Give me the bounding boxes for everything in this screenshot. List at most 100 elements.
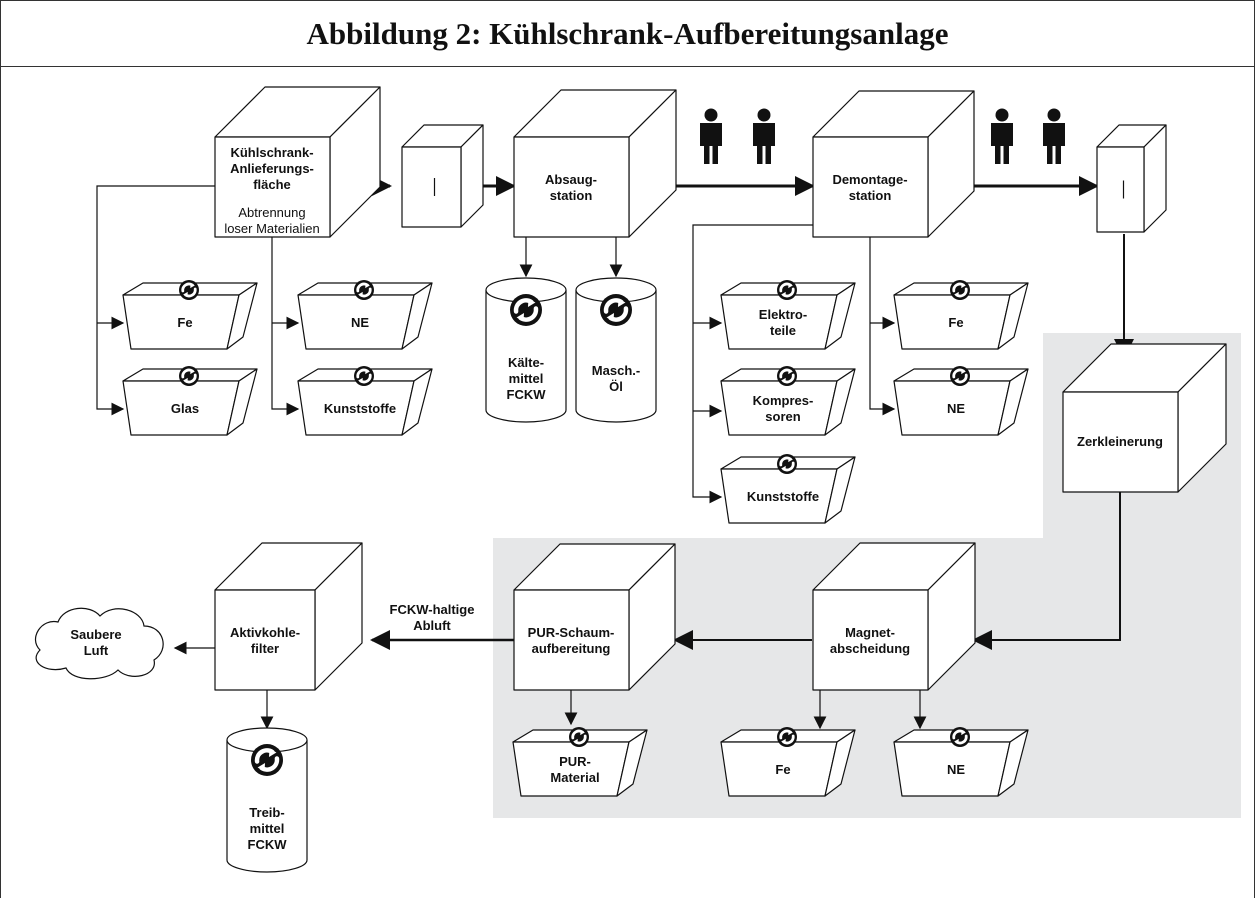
node-magnet-front [812,589,929,691]
recycle-icon [950,727,970,747]
tank-treib-label-line: FCKW [248,837,288,852]
node-absaug: Absaug-station [513,89,677,238]
worker-icon [991,108,1013,164]
tank-oel: Masch.-Öl [575,277,657,423]
node-demontage-label-line: station [849,188,892,203]
tank-kaelte-label-line: mittel [509,371,544,386]
node-absaug-label-line: station [550,188,593,203]
nodes-layer: Kühlschrank-Anlieferungs-flächeAbtrennun… [34,86,1227,873]
bin-ne-2-side [997,368,1029,436]
bin-ne-3-side [997,729,1029,797]
tank-treib-label-line: Treib- [249,805,284,820]
bin-kunststoffe-1-label-line: Kunststoffe [324,401,396,416]
node-luft-shape [34,607,164,680]
edge-label-abluft-line: Abluft [413,618,451,633]
tank-kaelte-label-line: FCKW [507,387,547,402]
node-anlieferung-front [214,136,331,238]
recycle-icon [510,294,542,326]
worker-icon [1043,108,1065,164]
node-zerkleinerung-label-line: Zerkleinerung [1077,434,1163,449]
bin-ne-2: NE [893,366,1029,436]
bin-pur-material-label-line: Material [550,770,599,785]
tank-kaelte-body [485,290,567,423]
recycle-icon [777,727,797,747]
node-demontage: Demontage-station [812,90,975,238]
branch-line [96,185,215,416]
bin-fe-2-side [997,282,1029,350]
bin-ne-3-label-line: NE [947,762,965,777]
tank-oel-body [575,290,657,423]
bin-elektro-label-line: teile [770,323,796,338]
cabinet-1-front [401,146,462,228]
cabinet-2-front [1096,146,1145,233]
bin-elektro-side [824,282,856,350]
bin-ne-1-label-line: NE [351,315,369,330]
bin-elektro: Elektro-teile [720,280,856,350]
node-aktivkohle-front [214,589,316,691]
cabinet-1 [401,124,484,228]
bin-kompressoren-label-line: soren [765,409,800,424]
branch-line [692,224,813,504]
bin-glas-side [226,368,258,436]
recycle-icon [950,366,970,386]
recycle-icon [569,727,589,747]
bin-glas: Glas [122,366,258,436]
bin-pur-material-side [616,729,648,797]
bin-kunststoffe-2: Kunststoffe [720,454,856,524]
bin-kompressoren-body [720,380,838,436]
node-anlieferung-sub-line: loser Materialien [224,221,319,236]
node-absaug-front [513,136,630,238]
bin-fe-1-label-line: Fe [177,315,192,330]
tank-oel-label-line: Masch.- [592,363,640,378]
node-zerkleinerung: Zerkleinerung [1062,343,1227,493]
worker-icon [753,108,775,164]
bin-glas-label-line: Glas [171,401,199,416]
node-magnet-label-line: abscheidung [830,641,910,656]
cabinet-2 [1096,124,1167,233]
recycle-icon [950,280,970,300]
node-magnet: Magnet-abscheidung [812,542,976,691]
bin-ne-2-label-line: NE [947,401,965,416]
node-anlieferung-label-line: Anlieferungs- [230,161,314,176]
recycle-icon [600,294,632,326]
node-absaug-label-line: Absaug- [545,172,597,187]
bin-kunststoffe-2-side [824,456,856,524]
recycle-icon [777,454,797,474]
bin-pur-material-label-line: PUR- [559,754,591,769]
branch-line [869,237,896,416]
recycle-icon [179,366,199,386]
bin-fe-1: Fe [122,280,258,350]
node-magnet-label-line: Magnet- [845,625,895,640]
bin-fe-3-side [824,729,856,797]
recycle-icon [251,744,283,776]
node-aktivkohle-label-line: filter [251,641,279,656]
bin-pur-material: PUR-Material [512,727,648,797]
node-demontage-front [812,136,929,238]
page-title: Abbildung 2: Kühlschrank-Aufbereitungsan… [306,15,949,51]
node-zerkleinerung-front [1062,391,1179,493]
worker-icon [700,108,722,164]
bin-ne-1-side [401,282,433,350]
recycle-icon [354,366,374,386]
bin-fe-1-side [226,282,258,350]
title-bar: Abbildung 2: Kühlschrank-Aufbereitungsan… [1,1,1254,67]
bin-fe-3: Fe [720,727,856,797]
tank-treib-body [226,740,308,873]
bin-ne-1: NE [297,280,433,350]
node-anlieferung-label-line: Kühlschrank- [230,145,313,160]
node-pur-label-line: aufbereitung [532,641,611,656]
bin-kompressoren-label-line: Kompres- [753,393,814,408]
node-anlieferung: Kühlschrank-Anlieferungs-flächeAbtrennun… [214,86,381,238]
bin-kompressoren-side [824,368,856,436]
bin-kunststoffe-1-side [401,368,433,436]
recycle-icon [777,280,797,300]
recycle-icon [777,366,797,386]
connector-lines [96,176,1134,730]
bin-fe-2-label-line: Fe [948,315,963,330]
node-pur-front [513,589,630,691]
node-pur: PUR-Schaum-aufbereitung [513,543,676,691]
edge-label-abluft-line: FCKW-haltige [390,602,475,617]
